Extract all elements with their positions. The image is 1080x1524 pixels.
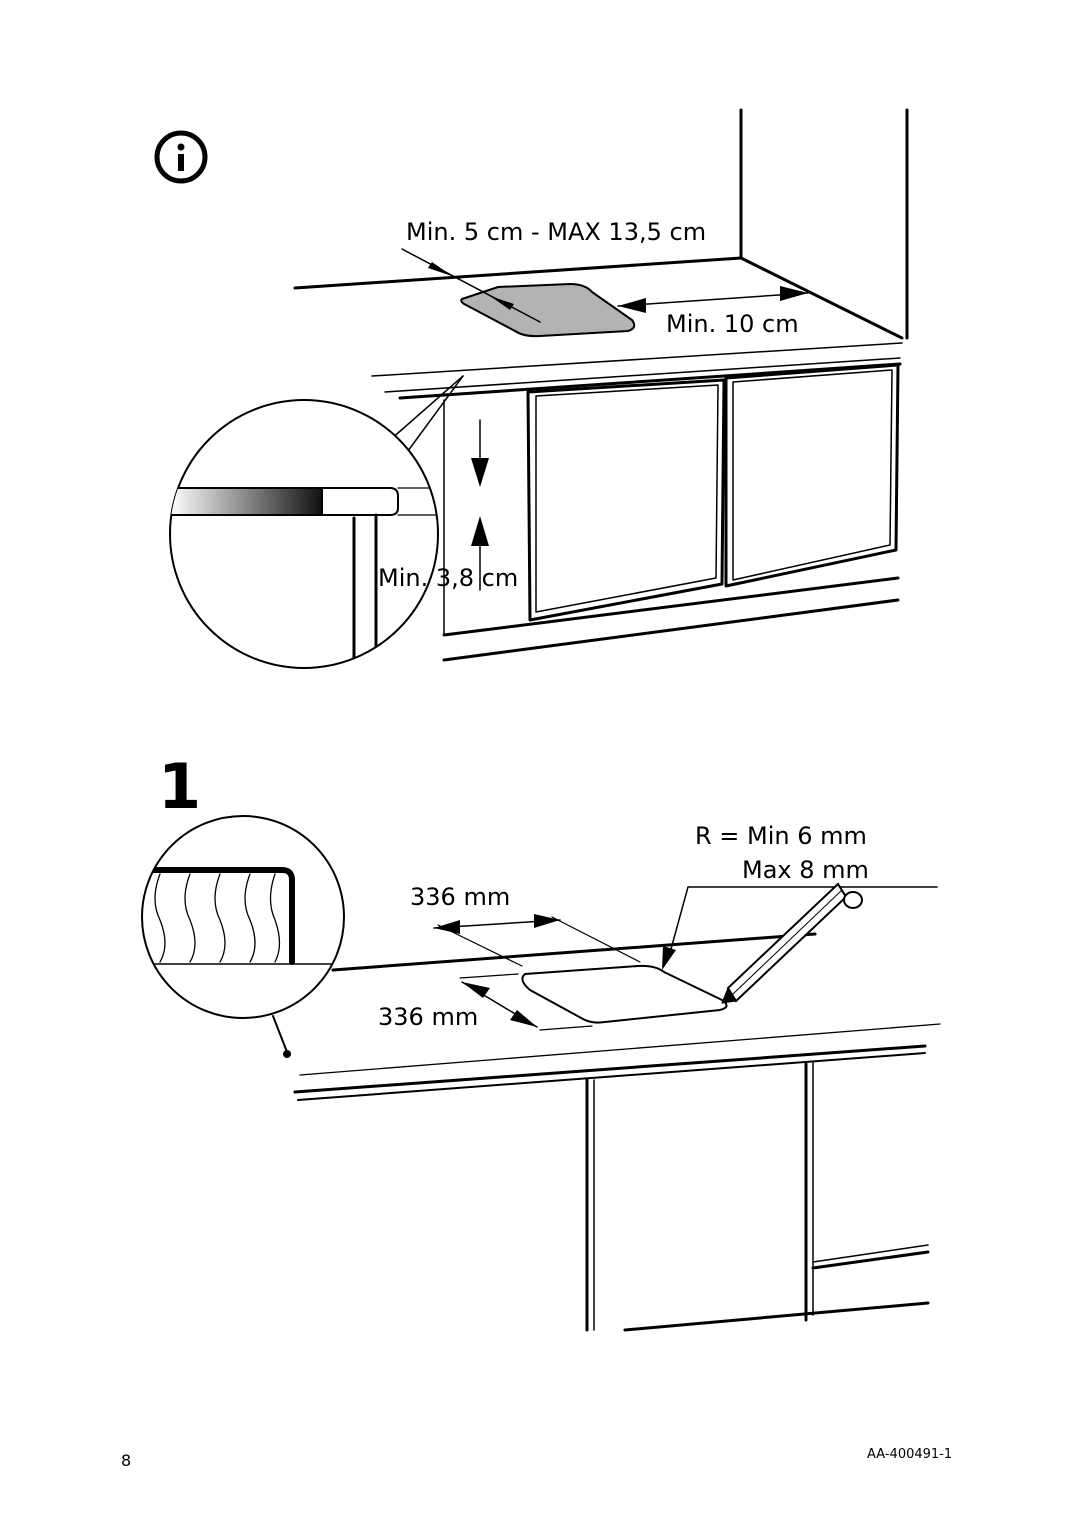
label-thickness: Min. 3,8 cm	[378, 564, 518, 592]
pencil-icon	[721, 882, 863, 1004]
step-figure: 1	[141, 750, 941, 1332]
dimension-side-gap	[617, 286, 809, 313]
top-figure: Min. 5 cm - MAX 13,5 cm Min. 10 cm Min. …	[154, 108, 909, 669]
cutout-outline	[437, 916, 728, 1031]
label-width: 336 mm	[410, 883, 510, 911]
magnifier-callout	[169, 375, 464, 669]
wall	[739, 108, 909, 340]
label-radius-max: Max 8 mm	[742, 856, 869, 884]
dimension-back-gap	[401, 248, 541, 323]
corner-detail-circle	[141, 815, 345, 1058]
dimension-thickness	[471, 419, 489, 591]
label-gap-side: Min. 10 cm	[666, 310, 799, 338]
label-gap-back: Min. 5 cm - MAX 13,5 cm	[406, 218, 706, 246]
cabinet-doors-step	[293, 1023, 941, 1332]
info-icon	[154, 130, 208, 184]
countertop	[293, 256, 904, 400]
hob-cutout	[460, 282, 636, 338]
label-radius-min: R = Min 6 mm	[695, 822, 867, 850]
document-code: AA-400491-1	[867, 1447, 952, 1462]
dimension-width	[433, 914, 561, 934]
step-number: 1	[158, 750, 201, 823]
countertop-edge	[331, 932, 817, 972]
cabinet-doors	[442, 363, 900, 662]
dimension-depth	[461, 981, 538, 1028]
page-number: 8	[121, 1451, 131, 1470]
label-depth: 336 mm	[378, 1003, 478, 1031]
radius-leader	[662, 886, 938, 970]
